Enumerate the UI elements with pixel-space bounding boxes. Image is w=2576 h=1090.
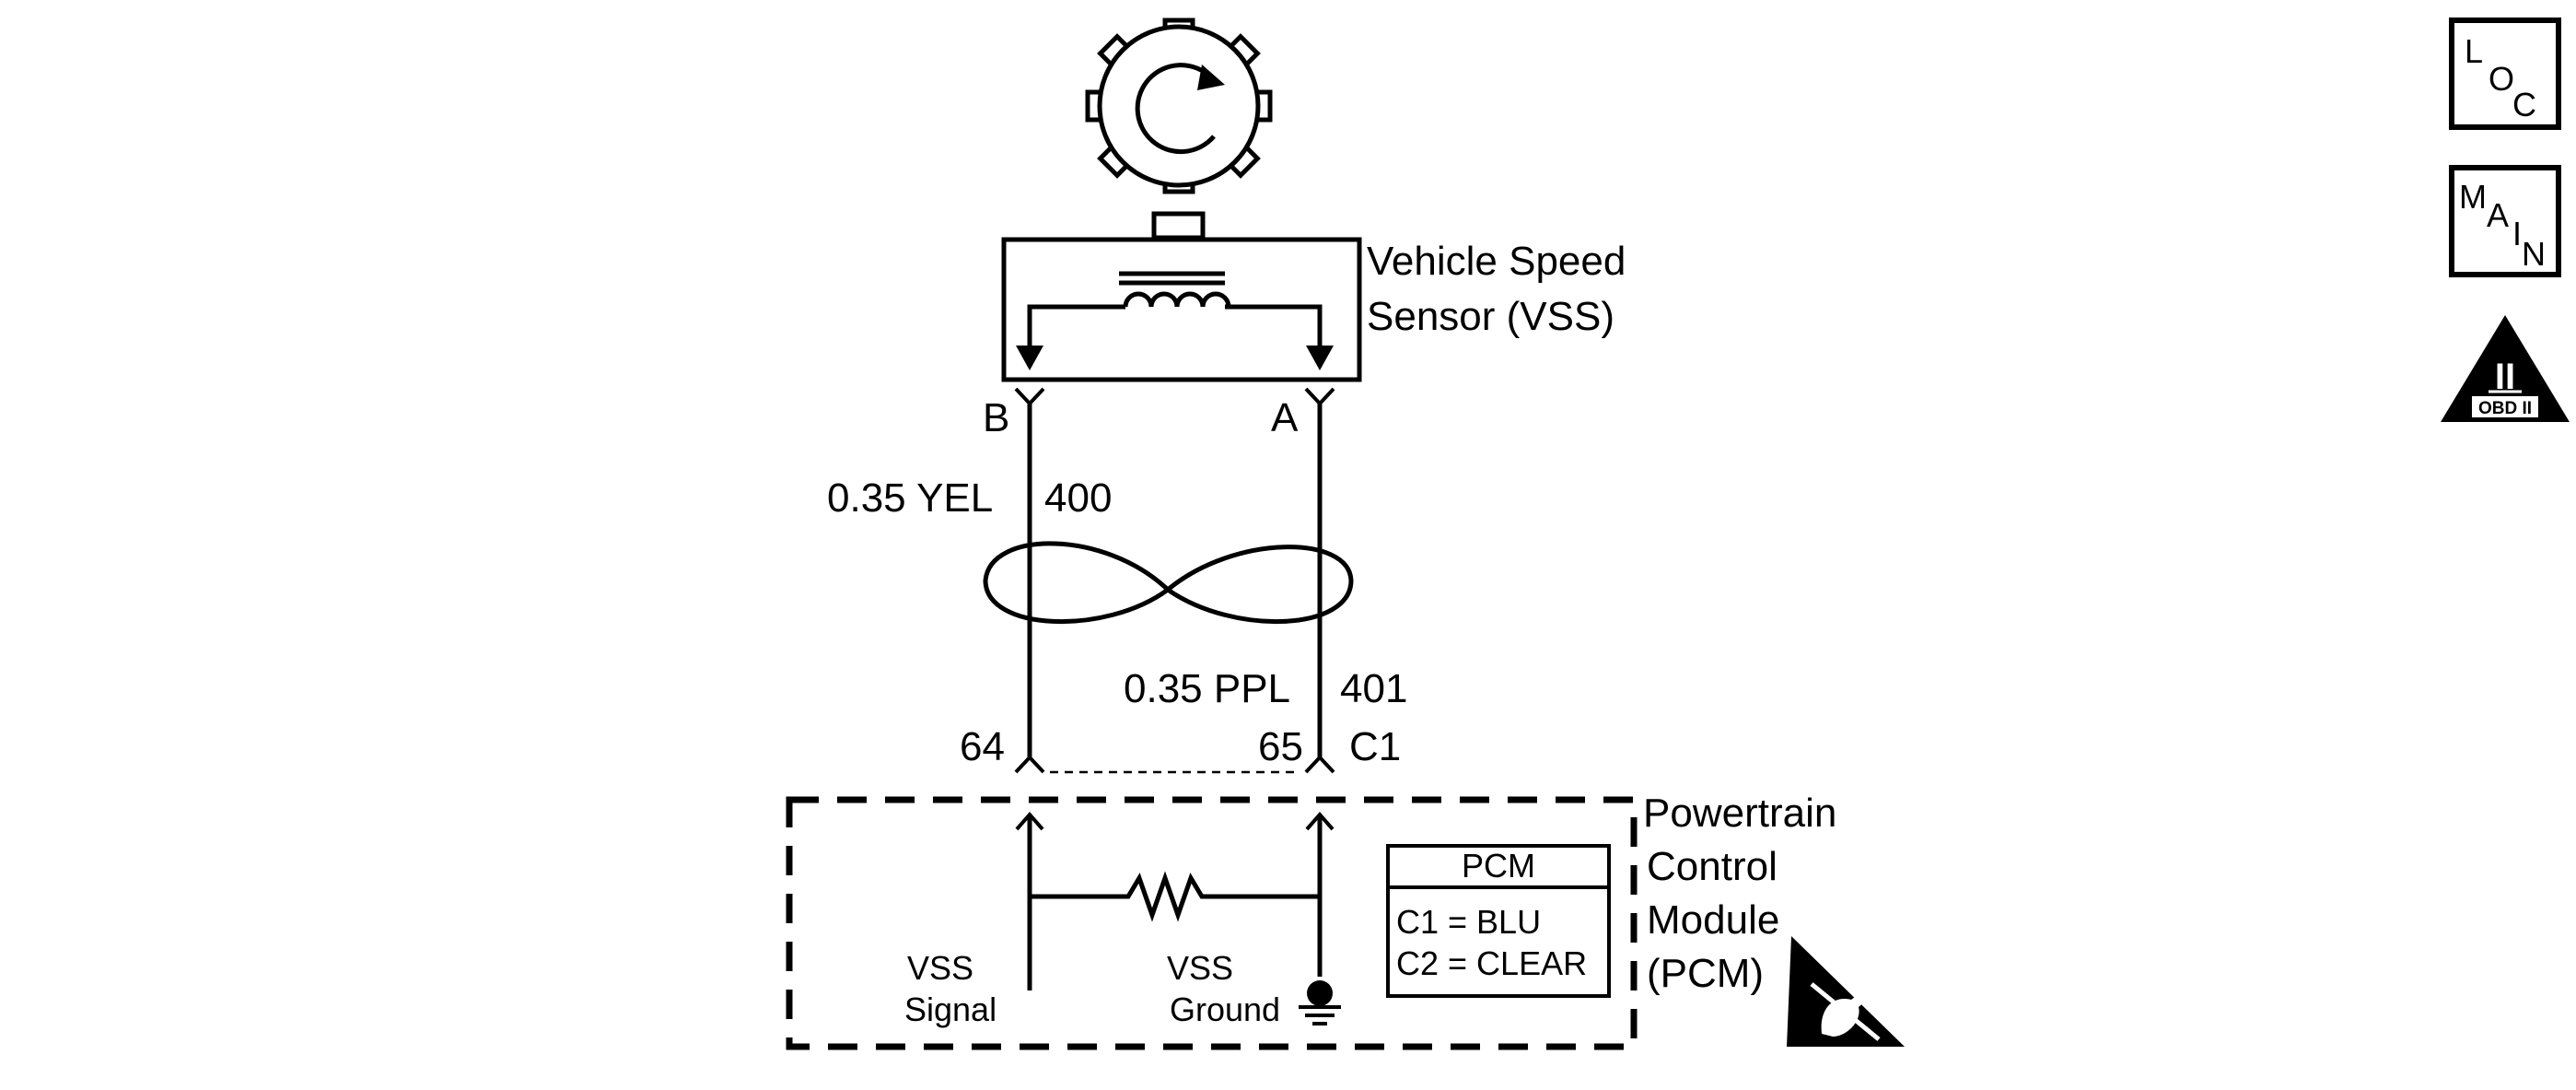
loc-letter-o: O: [2489, 60, 2514, 98]
main-letter-i: I: [2512, 215, 2522, 252]
connector-c1: [1014, 755, 1335, 774]
vss-ground-label-line2: Ground: [1170, 990, 1280, 1028]
loc-badge: L O C: [2449, 18, 2561, 130]
vss-sensor-body: [1001, 211, 1362, 382]
sensor-name-line1: Vehicle Speed: [1367, 239, 1626, 284]
pcm-connector-table: [1386, 844, 1611, 998]
pcm-module: [786, 796, 1638, 1050]
connector-pin-ground: 65: [1258, 724, 1303, 769]
pcm-name-line3: Module: [1647, 897, 1779, 943]
pcm-table-row2: C2 = CLEAR: [1396, 944, 1587, 982]
vss-ground-label-line1: VSS: [1167, 949, 1233, 987]
obd-ii-icon: II OBD II: [2441, 315, 2570, 422]
terminal-b-label: B: [983, 395, 1009, 440]
connector-pin-signal: 64: [960, 724, 1005, 769]
pcm-name-line2: Control: [1647, 844, 1778, 889]
obd-numeral: II: [2495, 357, 2515, 397]
sensor-name-line2: Sensor (VSS): [1367, 294, 1614, 339]
ground-wire-label: 0.35 PPL: [1124, 666, 1290, 711]
main-letter-m: M: [2459, 178, 2487, 216]
connector-name: C1: [1349, 724, 1401, 769]
ground-circuit-label: 401: [1340, 666, 1407, 711]
pcm-table-row1: C1 = BLU: [1396, 903, 1541, 941]
obd-label: OBD II: [2478, 399, 2532, 418]
main-letter-n: N: [2522, 235, 2546, 273]
esd-warning-icon: [1787, 936, 1905, 1047]
vss-signal-label-line2: Signal: [904, 990, 997, 1028]
wire-harness: [983, 404, 1354, 760]
signal-wire-label: 0.35 YEL: [827, 475, 993, 521]
main-badge: M A I N: [2449, 165, 2561, 277]
loc-letter-c: C: [2512, 86, 2536, 123]
signal-circuit-label: 400: [1044, 475, 1112, 521]
reluctor-wheel-icon: [1085, 18, 1273, 194]
vss-signal-label-line1: VSS: [907, 949, 973, 987]
pcm-name-line1: Powertrain: [1643, 791, 1836, 836]
pcm-name-line4: (PCM): [1647, 951, 1764, 996]
main-letter-a: A: [2487, 196, 2509, 234]
loc-letter-l: L: [2465, 32, 2483, 70]
terminal-a-label: A: [1271, 395, 1299, 440]
pcm-table-header: PCM: [1462, 847, 1535, 885]
